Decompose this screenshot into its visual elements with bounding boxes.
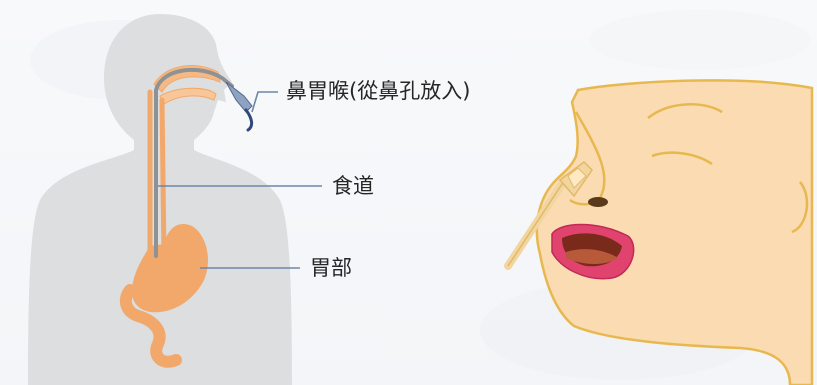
oral-passage xyxy=(159,87,217,105)
leader-line-tube xyxy=(251,91,278,113)
face-illustration xyxy=(504,79,814,385)
nostril xyxy=(588,197,608,207)
body-silhouette xyxy=(28,14,292,385)
leader-lines xyxy=(158,91,322,269)
stomach-shape xyxy=(132,224,208,313)
cheek-line xyxy=(791,181,809,234)
eyebrow xyxy=(647,103,723,119)
esophagus-tube xyxy=(147,89,167,261)
face-tube xyxy=(504,161,593,270)
duodenum-shape xyxy=(119,284,182,368)
tube-connector xyxy=(225,81,253,113)
label-stomach: 胃部 xyxy=(310,256,352,280)
label-nasogastric-tube: 鼻胃喉(從鼻孔放入) xyxy=(286,79,471,103)
label-esophagus: 食道 xyxy=(332,174,374,198)
digestive-tract xyxy=(119,65,221,368)
nasogastric-tube xyxy=(154,67,254,258)
mouth xyxy=(551,223,635,280)
face-outline xyxy=(535,79,814,385)
closed-eye xyxy=(651,151,713,166)
